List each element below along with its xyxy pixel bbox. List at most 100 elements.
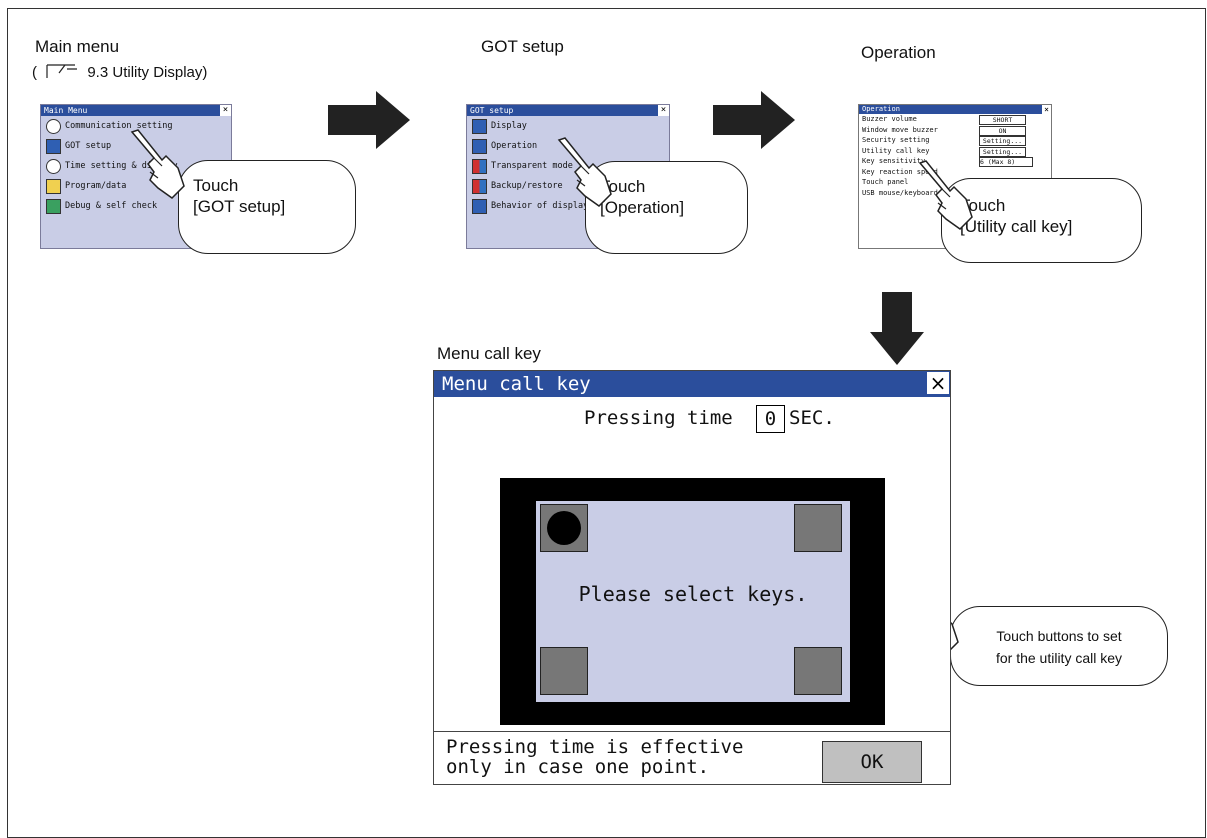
pointing-hand-icon bbox=[130, 129, 185, 199]
menu-item-label: Debug & self check bbox=[65, 201, 158, 211]
menu-item-program[interactable]: Program/data bbox=[41, 176, 231, 196]
clock-icon bbox=[46, 158, 61, 174]
op-row-value[interactable]: SHORT bbox=[979, 115, 1026, 125]
op-row[interactable]: Key sensitivity 6 (Max 8) bbox=[859, 156, 1051, 167]
key-bottom-right[interactable] bbox=[794, 647, 842, 695]
select-keys-text: Please select keys. bbox=[578, 582, 808, 606]
got-setup-label: GOT setup bbox=[481, 37, 564, 56]
menu-call-key-label: Menu call key bbox=[437, 344, 541, 363]
communication-icon bbox=[46, 118, 61, 134]
ok-button[interactable]: OK bbox=[822, 741, 922, 783]
op-row-label: Touch panel bbox=[862, 178, 909, 186]
op-row-value[interactable]: Setting... bbox=[979, 136, 1026, 146]
setup-item-behavior[interactable]: Behavior of display bbox=[467, 196, 669, 216]
transparent-mode-icon bbox=[472, 158, 487, 174]
callout-line2: for the utility call key bbox=[995, 650, 1123, 666]
key-top-right[interactable] bbox=[794, 504, 842, 552]
reference-text: 9.3 Utility Display) bbox=[87, 64, 208, 81]
menu-item-communication[interactable]: Communication setting bbox=[41, 116, 231, 136]
down-arrow-icon bbox=[870, 292, 924, 365]
setup-item-label: Display bbox=[491, 121, 527, 131]
operation-label: Operation bbox=[861, 43, 936, 62]
callout-touch-got-setup: Touch [GOT setup] bbox=[178, 160, 356, 254]
callout-line2: [Operation] bbox=[600, 198, 685, 217]
key-bottom-left[interactable] bbox=[540, 647, 588, 695]
op-row-label: Key sensitivity bbox=[862, 157, 926, 165]
callout-touch-buttons: Touch buttons to set for the utility cal… bbox=[950, 606, 1168, 686]
folder-icon bbox=[46, 178, 61, 194]
op-row[interactable]: Buzzer volume SHORT bbox=[859, 114, 1051, 125]
setup-item-label: Backup/restore bbox=[491, 181, 563, 191]
main-menu-title: Main Menu bbox=[44, 106, 88, 115]
setup-item-label: Transparent mode bbox=[491, 161, 573, 171]
callout-line1: Touch buttons to set bbox=[996, 628, 1122, 644]
menu-item-time[interactable]: Time setting & display bbox=[41, 156, 231, 176]
callout-touch-utility-call-key: Touch [Utility call key] bbox=[941, 178, 1142, 263]
callout-line1: Touch bbox=[960, 196, 1006, 215]
debug-icon bbox=[46, 198, 61, 214]
pressing-time-unit: SEC. bbox=[789, 407, 835, 429]
footer-note-line2: only in case one point. bbox=[446, 756, 710, 778]
reference-hand-icon bbox=[46, 64, 78, 78]
setup-item-label: Operation bbox=[491, 141, 538, 151]
op-row[interactable]: Touch panel bbox=[859, 177, 1051, 188]
pressing-time-label: Pressing time bbox=[584, 407, 733, 429]
op-row-label: Buzzer volume bbox=[862, 115, 917, 123]
setup-item-backup[interactable]: Backup/restore bbox=[467, 176, 669, 196]
got-setup-titlebar: GOT setup × bbox=[467, 105, 669, 116]
pointing-hand-icon bbox=[918, 160, 973, 230]
op-row-value[interactable]: ON bbox=[979, 125, 1026, 136]
setup-item-operation[interactable]: Operation bbox=[467, 136, 669, 156]
got-setup-title: GOT setup bbox=[470, 106, 514, 115]
close-icon[interactable]: × bbox=[927, 372, 949, 394]
callout-touch-operation: Touch [Operation] bbox=[585, 161, 748, 254]
setup-item-transparent[interactable]: Transparent mode bbox=[467, 156, 669, 176]
op-row-label: Utility call key bbox=[862, 146, 930, 155]
close-icon[interactable]: × bbox=[658, 105, 669, 116]
right-arrow-icon bbox=[713, 91, 795, 149]
dialog-title: Menu call key bbox=[442, 373, 591, 395]
operation-titlebar: Operation × bbox=[859, 105, 1051, 114]
behavior-icon bbox=[472, 198, 487, 214]
main-menu-label: Main menu bbox=[35, 37, 120, 56]
op-row-utility-call-key[interactable]: Utility call key Setting... bbox=[859, 146, 1051, 157]
op-row-label: USB mouse/keyboard bbox=[862, 188, 938, 197]
callout-line2: [Utility call key] bbox=[960, 217, 1073, 236]
footer-note: Pressing time is effective only in case … bbox=[446, 737, 743, 777]
menu-item-got-setup[interactable]: GOT setup bbox=[41, 136, 231, 156]
op-row[interactable]: Security setting Setting... bbox=[859, 135, 1051, 146]
operation-title: Operation bbox=[862, 105, 900, 113]
pointing-hand-icon bbox=[557, 137, 612, 207]
dialog-titlebar: Menu call key × bbox=[434, 371, 950, 397]
close-icon[interactable]: × bbox=[220, 105, 231, 116]
operation-icon bbox=[472, 138, 487, 154]
op-row-value[interactable]: 6 (Max 8) bbox=[979, 157, 1033, 167]
menu-item-debug[interactable]: Debug & self check bbox=[41, 196, 231, 216]
main-menu-titlebar: Main Menu × bbox=[41, 105, 231, 116]
ref-prefix: ( bbox=[32, 64, 37, 81]
callout-line1: Touch bbox=[600, 177, 646, 196]
callout-line2: [GOT setup] bbox=[193, 197, 286, 216]
op-row-label: Key reaction speed bbox=[862, 167, 938, 176]
menu-item-label: Communication setting bbox=[65, 121, 173, 131]
divider bbox=[434, 731, 950, 732]
menu-item-label: Program/data bbox=[65, 181, 127, 191]
op-row[interactable]: USB mouse/keyboard bbox=[859, 188, 1051, 199]
got-setup-icon bbox=[46, 138, 61, 154]
display-icon bbox=[472, 118, 487, 134]
op-row[interactable]: Key reaction speed bbox=[859, 167, 1051, 178]
menu-item-label: Time setting & display bbox=[65, 161, 178, 171]
op-row-label: Security setting bbox=[862, 136, 930, 144]
reference-link[interactable]: ( 9.3 Utility Display) bbox=[32, 63, 207, 81]
menu-call-key-dialog: Menu call key × Pressing time 0 SEC. Ple… bbox=[433, 370, 951, 785]
backup-icon bbox=[472, 178, 487, 194]
close-icon[interactable]: × bbox=[1042, 105, 1051, 114]
pressing-time-input[interactable]: 0 bbox=[756, 405, 785, 433]
setup-item-display[interactable]: Display bbox=[467, 116, 669, 136]
op-row-value[interactable]: Setting... bbox=[979, 146, 1026, 157]
callout-line1: Touch bbox=[193, 176, 239, 195]
footer-note-line1: Pressing time is effective bbox=[446, 736, 744, 758]
menu-item-label: GOT setup bbox=[65, 141, 112, 151]
key-top-left[interactable] bbox=[540, 504, 588, 552]
